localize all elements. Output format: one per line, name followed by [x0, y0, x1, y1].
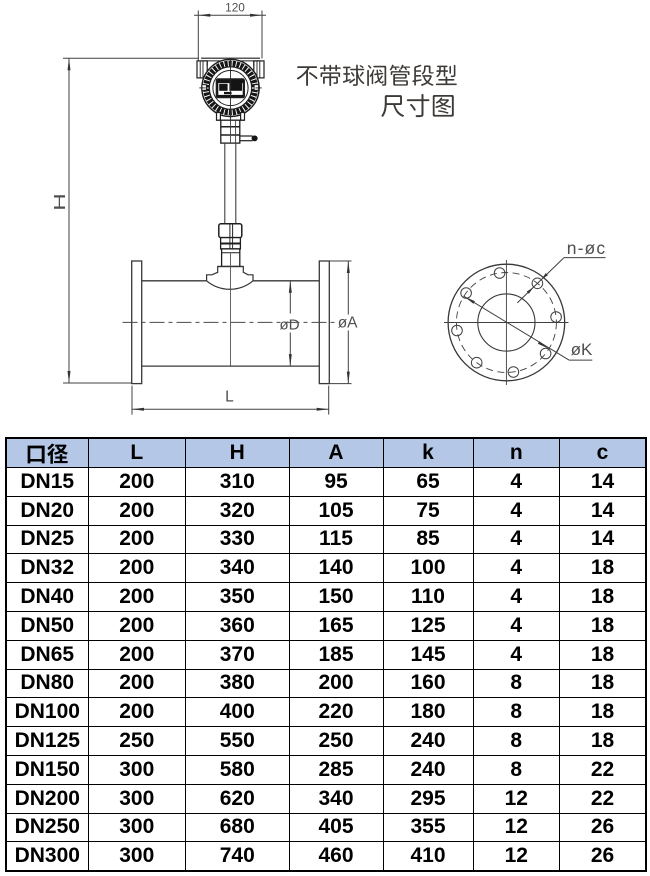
svg-text:øK: øK — [571, 340, 593, 359]
svg-text:øA: øA — [338, 315, 358, 332]
svg-text:øD: øD — [279, 316, 299, 333]
svg-text:n-øc: n-øc — [567, 238, 606, 258]
svg-text:120: 120 — [225, 0, 245, 14]
svg-text:H: H — [52, 193, 69, 211]
svg-text:L: L — [225, 389, 234, 406]
